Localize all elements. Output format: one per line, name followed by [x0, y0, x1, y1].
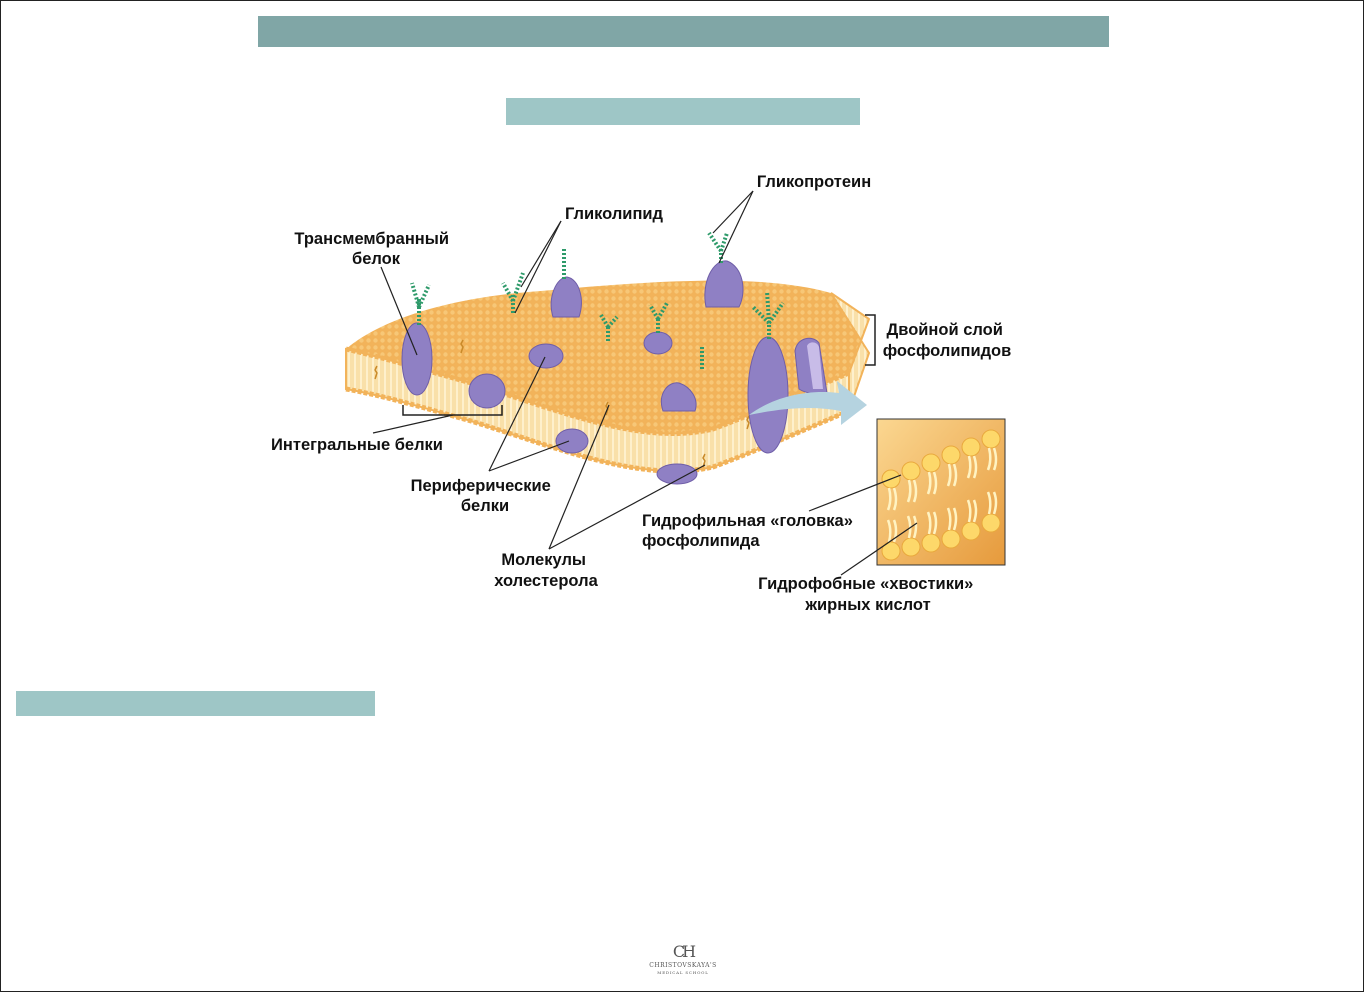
- subtitle-bar: [506, 98, 860, 125]
- label-line: белок: [352, 250, 401, 268]
- bottom-protein: [656, 463, 698, 485]
- cholesterol-label: Молекулы холестерола: [494, 551, 598, 590]
- peripheral-protein-top: [528, 343, 564, 369]
- bilayer-bracket: [865, 314, 876, 366]
- transmembrane-protein-label: Трансмембранный белок: [294, 230, 453, 268]
- logo-name: CHRISTOVSKAYA'S: [649, 962, 717, 969]
- glycolipid-protein: [550, 276, 582, 318]
- label-line: Трансмембранный: [294, 230, 449, 248]
- small-protein-center: [643, 331, 673, 355]
- section-bar: [16, 691, 375, 716]
- label-line: жирных кислот: [804, 596, 930, 614]
- school-logo: CH CHRISTOVSKAYA'S MEDICAL SCHOOL: [633, 943, 733, 976]
- glycoprotein-top: [704, 260, 744, 308]
- channel-protein-highlight: [807, 342, 823, 389]
- membrane-surface: [346, 280, 869, 434]
- glycolipid-label: Гликолипид: [565, 205, 664, 223]
- integral-protein-round: [468, 373, 506, 409]
- bilayer-zoom-inset: [876, 418, 1006, 566]
- label-line: Гидрофобные «хвостики»: [758, 575, 973, 593]
- label-line: холестерола: [494, 572, 598, 590]
- leader-lines: [372, 190, 918, 576]
- label-line: фосфолипида: [642, 532, 760, 550]
- hydrophilic-head-label: Гидрофильная «головка» фосфолипида: [642, 512, 857, 550]
- label-line: Двойной слой: [887, 321, 1003, 339]
- logo-mark: CH: [672, 942, 696, 961]
- transmembrane-protein-right: [747, 336, 789, 454]
- label-line: Гидрофильная «головка»: [642, 512, 853, 530]
- bilayer-label: Двойной слой фосфолипидов: [883, 321, 1012, 360]
- label-line: Молекулы: [501, 551, 586, 569]
- peripheral-proteins-label: Периферические белки: [411, 477, 556, 515]
- peripheral-protein-bottom: [555, 428, 589, 454]
- integral-proteins-label: Интегральные белки: [271, 436, 443, 454]
- logo-subtitle: MEDICAL SCHOOL: [657, 970, 709, 975]
- cholesterol-molecules: [374, 339, 750, 468]
- title-bar: [258, 16, 1109, 47]
- transmembrane-protein-left: [401, 322, 433, 396]
- label-line: белки: [461, 497, 509, 515]
- label-line: фосфолипидов: [883, 342, 1012, 360]
- zoom-arrow: [749, 381, 867, 425]
- carbohydrate-chains: [410, 231, 785, 369]
- surface-protein-front: [661, 382, 697, 412]
- label-line: Периферические: [411, 477, 551, 495]
- hydrophobic-tails-label: Гидрофобные «хвостики» жирных кислот: [758, 575, 978, 614]
- glycoprotein-label: Гликопротеин: [757, 173, 871, 191]
